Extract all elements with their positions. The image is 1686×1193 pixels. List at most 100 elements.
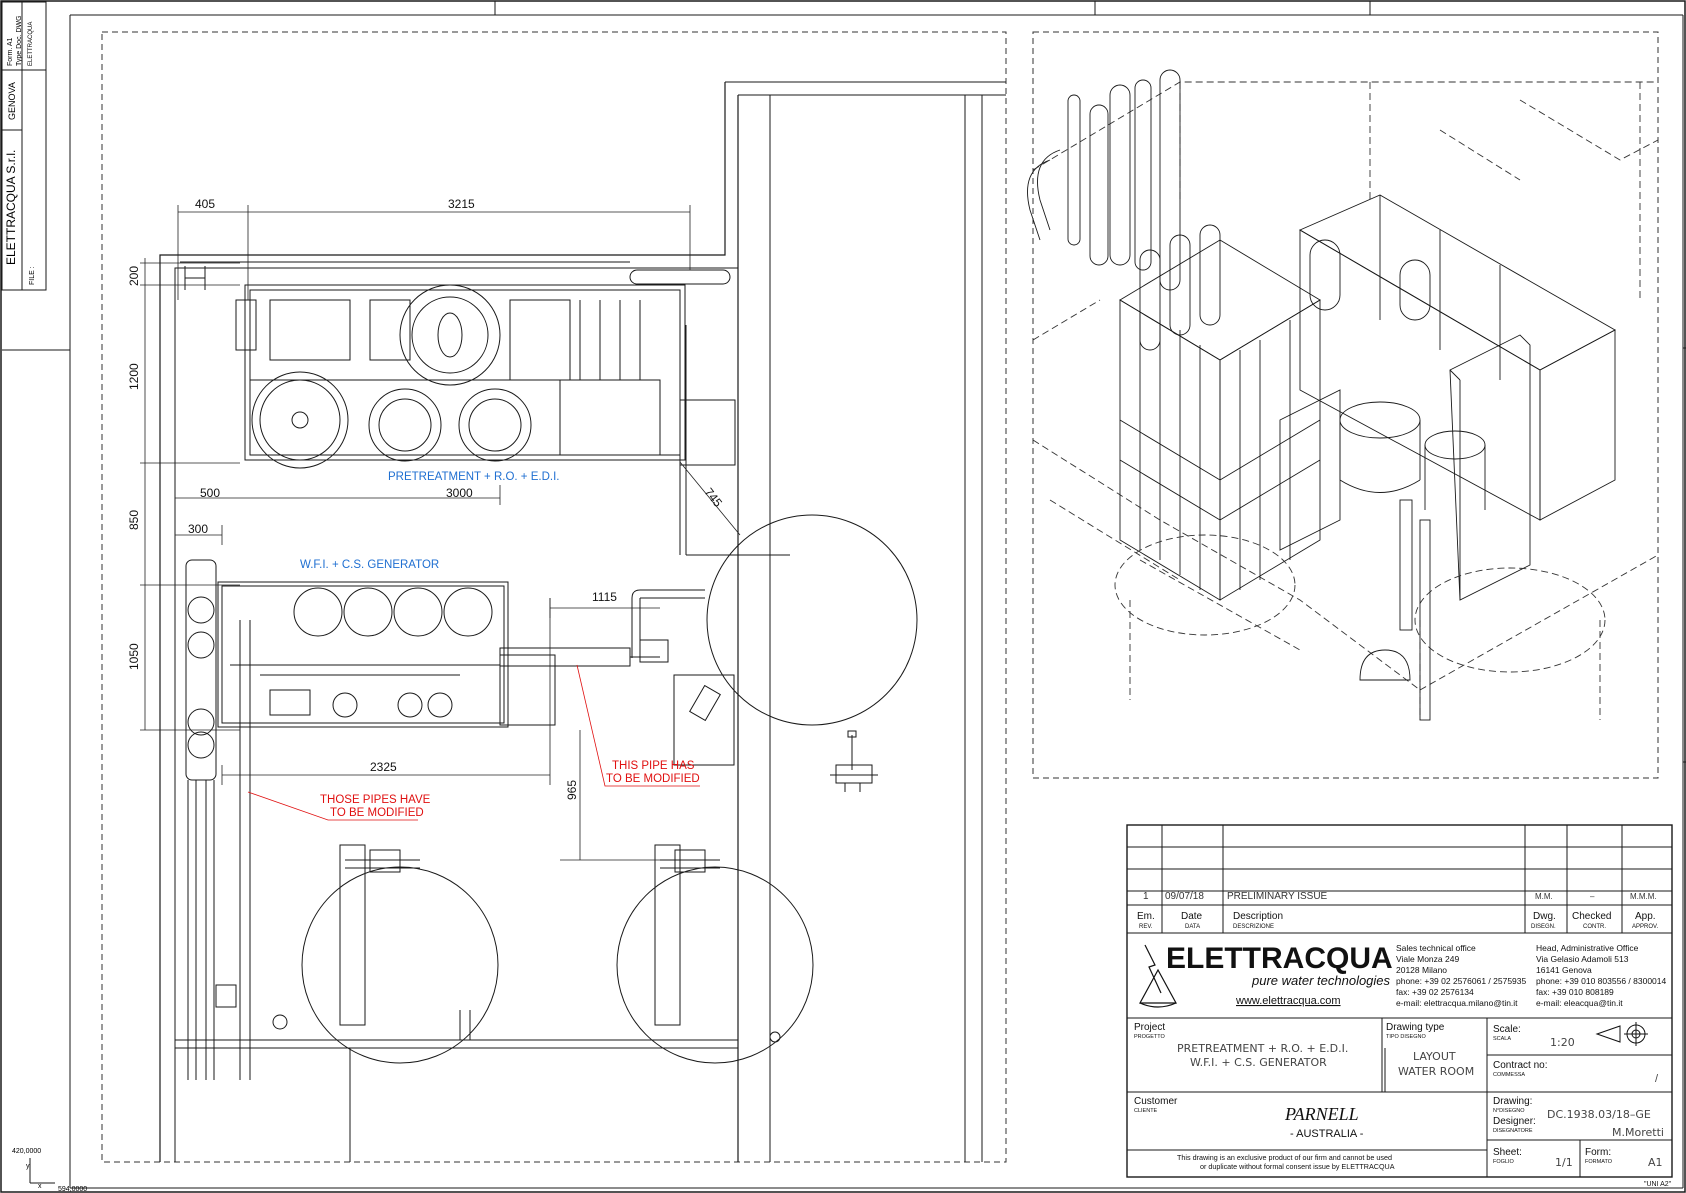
footer-tag: "UNI A2" xyxy=(1644,1181,1672,1188)
drawing-sub: N°DISEGNO xyxy=(1493,1108,1525,1114)
plan-view xyxy=(159,81,1006,1162)
drawing-label: Drawing: xyxy=(1493,1096,1532,1107)
designer-value: M.Moretti xyxy=(1612,1126,1664,1139)
rev-dwg: M.M. xyxy=(1535,892,1553,901)
hdr-dwg-sub: DISEGN. xyxy=(1531,924,1556,930)
room-wall xyxy=(159,82,726,1162)
equipment-labels: PRETREATMENT + R.O. + E.D.I. W.F.I. + C.… xyxy=(300,471,559,571)
drawing-value: DC.1938.03/18–GE xyxy=(1547,1108,1651,1121)
wfi-skid xyxy=(217,581,669,728)
isometric-view xyxy=(1027,69,1659,721)
dim-500: 500 xyxy=(200,486,220,500)
hdr-dwg: Dwg. xyxy=(1533,911,1556,922)
company-block: ELETTRACQUA pure water technologies www.… xyxy=(1138,942,1666,1008)
view-frames xyxy=(101,31,1659,1163)
dim-300: 300 xyxy=(188,522,208,536)
note-pipe-line2: TO BE MODIFIED xyxy=(606,773,700,785)
customer-name: PARNELL xyxy=(1284,1104,1359,1124)
iso-skid-right xyxy=(1299,194,1616,521)
head-line-1: Via Gelasio Adamoli 513 xyxy=(1536,954,1629,964)
iso-vertical-pipes xyxy=(1027,69,1181,291)
scale-block: Scale: SCALA 1:20 xyxy=(1493,1022,1648,1049)
customer-sub: CLIENTE xyxy=(1134,1108,1158,1114)
project-sub: PROGETTO xyxy=(1134,1034,1165,1040)
contract-block: Contract no: COMMESSA / xyxy=(1493,1060,1659,1085)
sheet-sub: FOGLIO xyxy=(1493,1159,1515,1165)
rev-description: PRELIMINARY ISSUE xyxy=(1227,891,1328,902)
dim-3215: 3215 xyxy=(448,197,475,211)
sales-line-0: Sales technical office xyxy=(1396,943,1476,953)
dim-1200: 1200 xyxy=(127,363,141,390)
pretreatment-skid xyxy=(235,284,790,556)
head-line-5: e-mail: eleacqua@tin.it xyxy=(1536,998,1623,1008)
revision-table: 1 09/07/18 PRELIMINARY ISSUE M.M. – M.M.… xyxy=(1137,891,1658,930)
rev-app: M.M.M. xyxy=(1630,892,1657,901)
hdr-checked-sub: CONTR. xyxy=(1583,924,1606,930)
hdr-app-sub: APPROV. xyxy=(1632,924,1658,930)
rev-checked: – xyxy=(1590,892,1595,901)
form-sub: FORMATO xyxy=(1585,1159,1613,1165)
hdr-checked: Checked xyxy=(1572,911,1611,922)
sheet-block: Sheet: FOGLIO 1/1 Form: FORMATO A1 xyxy=(1493,1147,1663,1169)
form-label: Form: xyxy=(1585,1147,1611,1158)
dim-1115: 1115 xyxy=(592,590,617,604)
disclaimer-line1: This drawing is an exclusive product of … xyxy=(1177,1153,1392,1162)
head-line-2: 16141 Genova xyxy=(1536,965,1592,975)
scale-label: Scale: xyxy=(1493,1024,1521,1035)
origin-y-axis: y xyxy=(26,1163,30,1170)
pipe-bundle-left xyxy=(185,559,288,1080)
project-block: Project PROGETTO PRETREATMENT + R.O. + E… xyxy=(1134,1022,1474,1078)
origin-x-axis: x xyxy=(38,1183,42,1190)
project-line2: W.F.I. + C.S. GENERATOR xyxy=(1190,1056,1327,1069)
hdr-app: App. xyxy=(1635,911,1656,922)
bottom-tanks xyxy=(301,844,814,1162)
drawing-type-label: Drawing type xyxy=(1386,1022,1445,1033)
side-file: FILE : xyxy=(29,266,36,285)
hdr-desc: Description xyxy=(1233,911,1283,922)
side-type-doc: Type Doc. DWG xyxy=(16,15,23,66)
drawing-type-line1: LAYOUT xyxy=(1413,1050,1456,1063)
dim-965: 965 xyxy=(565,780,579,800)
label-wfi: W.F.I. + C.S. GENERATOR xyxy=(300,559,439,571)
hdr-date: Date xyxy=(1181,911,1203,922)
origin-marker: 420,0000 y x 594,0000 xyxy=(12,1148,87,1193)
customer-block: Customer CLIENTE PARNELL - AUSTRALIA - xyxy=(1134,1096,1364,1140)
scale-value: 1:20 xyxy=(1550,1036,1575,1049)
rev-date: 09/07/18 xyxy=(1165,891,1204,902)
side-type-doc-value: ELETTRACQUA xyxy=(28,22,34,66)
sheet-label: Sheet: xyxy=(1493,1147,1522,1158)
customer-country: - AUSTRALIA - xyxy=(1290,1128,1364,1140)
red-notes: THIS PIPE HAS TO BE MODIFIED THOSE PIPES… xyxy=(247,664,700,821)
note-pipes-line1: THOSE PIPES HAVE xyxy=(320,794,431,806)
company-logo: ELETTRACQUA xyxy=(1166,942,1393,975)
sales-line-3: phone: +39 02 2576061 / 2575935 xyxy=(1396,976,1526,986)
iso-tank-small xyxy=(1424,430,1486,460)
company-website: www.elettracqua.com xyxy=(1235,995,1341,1007)
head-line-4: fax: +39 010 808189 xyxy=(1536,987,1614,997)
head-line-0: Head, Administrative Office xyxy=(1536,943,1639,953)
contract-label: Contract no: xyxy=(1493,1060,1547,1071)
scale-sub: SCALA xyxy=(1493,1036,1511,1042)
hdr-date-sub: DATA xyxy=(1185,924,1200,930)
designer-sub: DISEGNATORE xyxy=(1493,1128,1533,1134)
company-logo-icon xyxy=(1138,944,1178,1008)
sales-line-5: e-mail: elettracqua.milano@tin.it xyxy=(1396,998,1518,1008)
valve-symbol xyxy=(830,730,878,792)
head-office: Head, Administrative Office Via Gelasio … xyxy=(1536,943,1666,1008)
drawing-number-block: Drawing: N°DISEGNO DC.1938.03/18–GE xyxy=(1493,1096,1651,1121)
iso-skid-left xyxy=(1119,224,1321,601)
projection-symbol-icon xyxy=(1595,1022,1648,1046)
form-value: A1 xyxy=(1648,1156,1663,1169)
drawing-type-line2: WATER ROOM xyxy=(1398,1065,1474,1078)
sales-line-1: Viale Monza 249 xyxy=(1396,954,1459,964)
dim-3000: 3000 xyxy=(446,486,473,500)
origin-x-value: 594,0000 xyxy=(58,1186,87,1193)
note-pipes-line2: TO BE MODIFIED xyxy=(330,807,424,819)
disclaimer-line2: or duplicate without formal consent issu… xyxy=(1200,1162,1395,1171)
disclaimer: This drawing is an exclusive product of … xyxy=(1177,1153,1395,1171)
sheet-value: 1/1 xyxy=(1555,1156,1573,1169)
contract-sub: COMMESSA xyxy=(1493,1072,1525,1078)
iso-control-panel-right xyxy=(1449,334,1531,601)
